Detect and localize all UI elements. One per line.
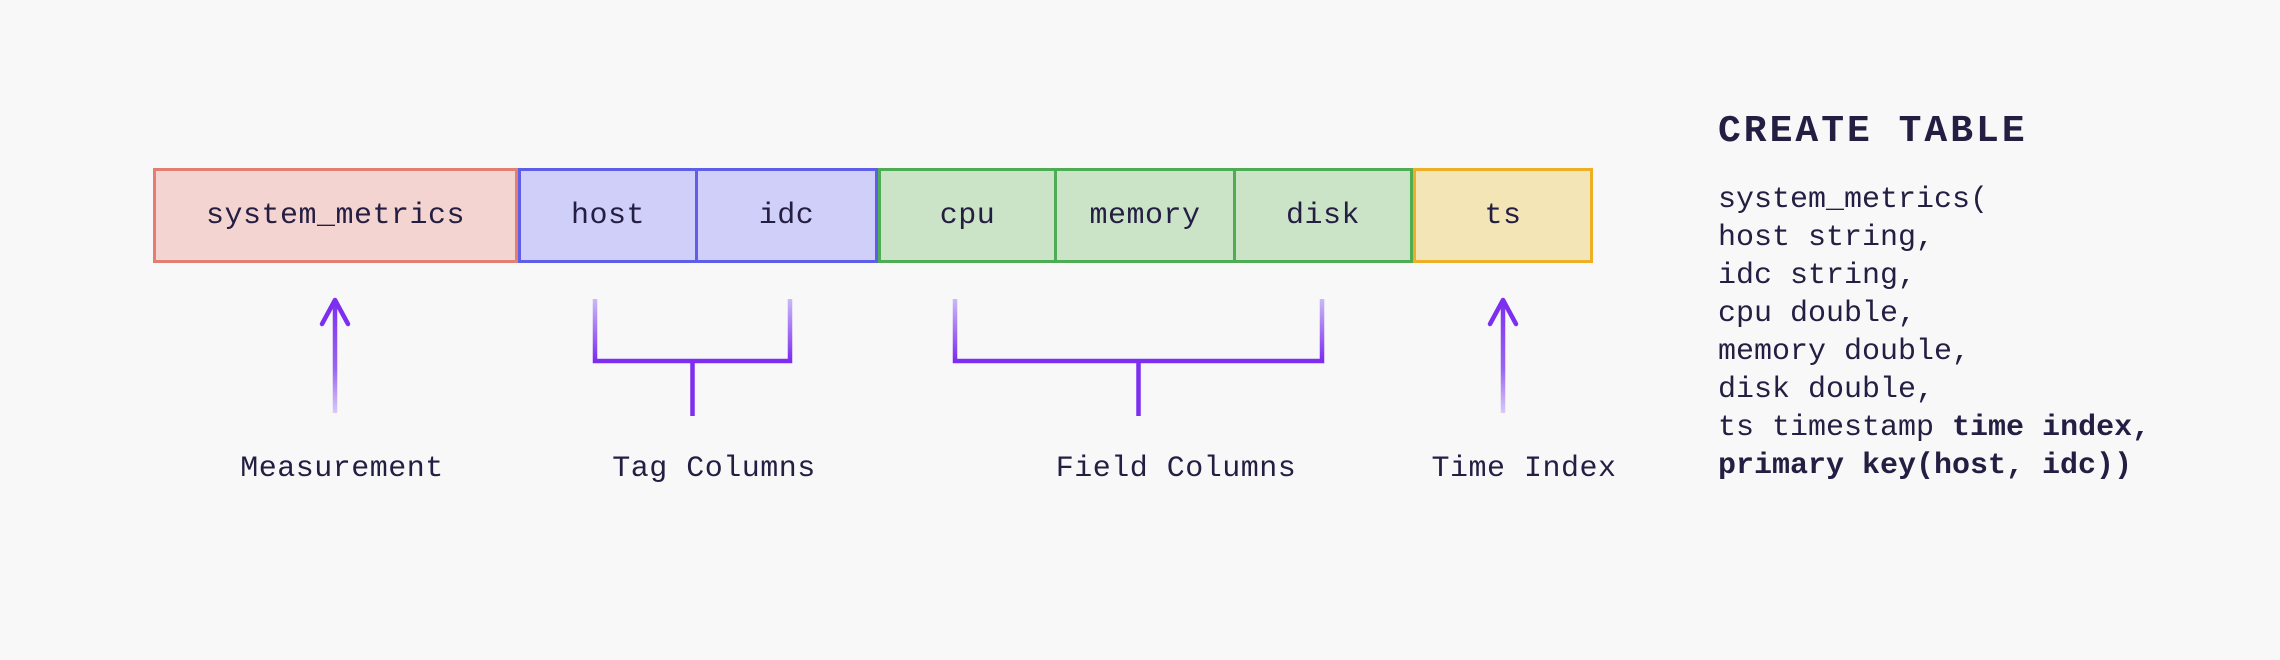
column-box-memory: memory <box>1054 168 1236 263</box>
sql-text: cpu double, <box>1718 297 1917 331</box>
sql-line: memory double, <box>1718 333 2150 371</box>
sql-heading: CREATE TABLE <box>1718 110 2028 153</box>
column-box-disk: disk <box>1233 168 1413 263</box>
time-index-label: Time Index <box>1431 452 1617 486</box>
sql-line: system_metrics( <box>1718 181 2150 219</box>
field-columns-label: Field Columns <box>1055 452 1297 486</box>
sql-line: disk double, <box>1718 371 2150 409</box>
time-index-arrow <box>1487 297 1519 413</box>
sql-text: ts timestamp <box>1718 411 1953 445</box>
tag-columns-bracket <box>592 299 793 416</box>
column-box-ts: ts <box>1413 168 1593 263</box>
sql-snippet: system_metrics( host string, idc string,… <box>1718 181 2150 485</box>
tag-columns-label: Tag Columns <box>612 452 816 486</box>
sql-text-bold: time index, <box>1952 411 2151 445</box>
sql-text: system_metrics( <box>1718 183 1989 217</box>
sql-text: disk double, <box>1718 373 1935 407</box>
column-box-cpu: cpu <box>878 168 1057 263</box>
measurement-label: Measurement <box>240 452 444 486</box>
sql-line: idc string, <box>1718 257 2150 295</box>
measurement-arrow <box>319 297 351 413</box>
column-box-idc: idc <box>695 168 878 263</box>
sql-line: ts timestamp time index, <box>1718 409 2150 447</box>
sql-line: host string, <box>1718 219 2150 257</box>
column-box-host: host <box>518 168 698 263</box>
sql-text: idc string, <box>1718 259 1917 293</box>
column-box-system-metrics: system_metrics <box>153 168 518 263</box>
sql-text-bold: primary key(host, idc)) <box>1718 449 2133 483</box>
sql-line: cpu double, <box>1718 295 2150 333</box>
sql-text: memory double, <box>1718 335 1971 369</box>
field-columns-bracket <box>952 299 1325 416</box>
sql-line: primary key(host, idc)) <box>1718 447 2150 485</box>
sql-text: host string, <box>1718 221 1935 255</box>
